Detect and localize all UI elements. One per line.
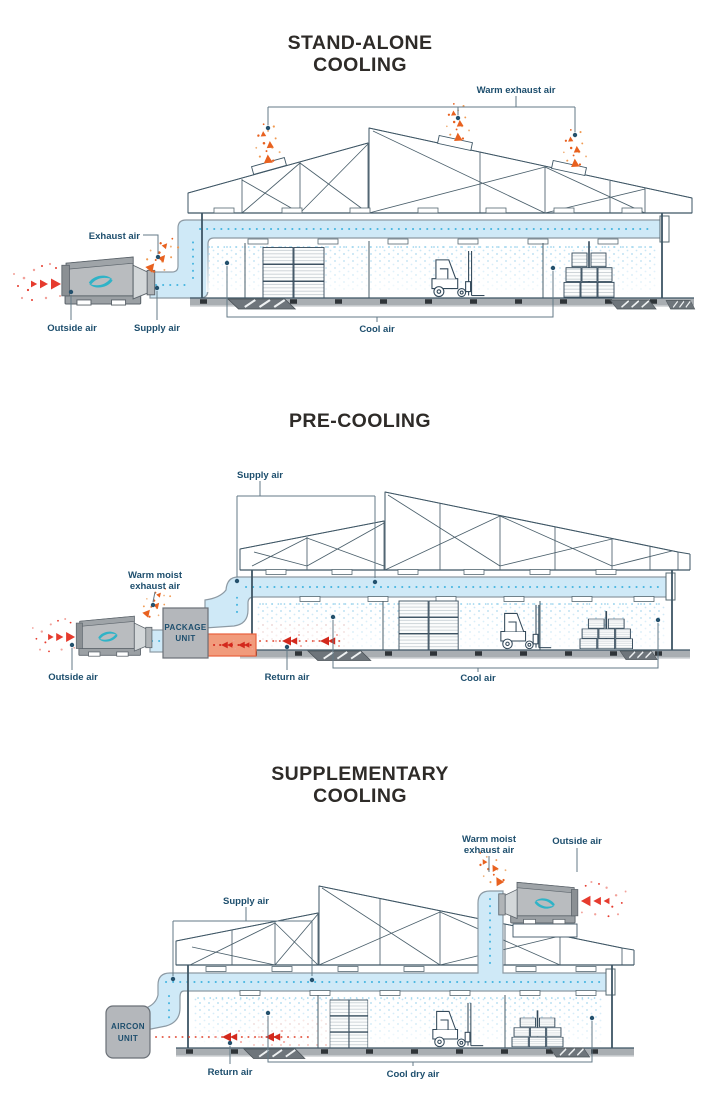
- return-air-flow: [259, 634, 345, 647]
- dock-ramp: [665, 299, 696, 310]
- evaporative-cooler-unit: [76, 616, 152, 656]
- label-cool-dry-air: Cool dry air: [265, 1010, 595, 1080]
- section-title-pre-cooling: PRE-COOLING: [289, 410, 431, 432]
- label-cool-air: Cool air: [330, 614, 661, 684]
- interior-columns: [244, 241, 544, 298]
- label-return-air: Return air: [208, 1040, 253, 1078]
- dock-ramp: [226, 297, 297, 311]
- supply-air-text: Supply air: [223, 896, 269, 907]
- roof-trusses: [189, 887, 561, 966]
- ceiling-diffusers: [265, 569, 655, 602]
- return-air-text: Return air: [208, 1067, 253, 1078]
- label-supply-air: Supply air: [234, 470, 378, 585]
- diagram-supplementary-cooling: AIRCON UNIT Warm moist exhaust air Outsi…: [105, 834, 635, 1080]
- diagram-stand-alone-cooling: Warm exhaust air Exhaust air Outside air…: [13, 85, 696, 335]
- rooftop-unit-curb: [512, 923, 578, 938]
- supply-air-text: Supply air: [237, 470, 283, 481]
- package-unit-text: UNIT: [175, 634, 195, 643]
- package-unit-box: [162, 607, 209, 659]
- aircon-unit-text: UNIT: [118, 1034, 138, 1043]
- diagram-pre-cooling: PACKAGE UNIT Supply air Warm moist exhau…: [31, 470, 691, 684]
- return-air-text: Return air: [265, 672, 310, 683]
- label-outside-air: Outside air: [47, 289, 97, 334]
- dock-ramp: [619, 650, 658, 661]
- evaporative-cooler-unit: [499, 882, 578, 923]
- dock-ramp: [549, 1047, 591, 1058]
- warehouse-roof: [187, 127, 693, 214]
- roof-vent: [250, 134, 587, 177]
- label-outside-air: Outside air: [552, 836, 602, 872]
- intake-arrows-icon: [580, 880, 627, 918]
- supply-duct-and-plenum: [204, 576, 669, 629]
- label-cool-air: Cool air: [224, 260, 556, 335]
- label-exhaust-air: Exhaust air: [89, 231, 161, 260]
- label-warm-moist-exhaust-air: Warm moist exhaust air: [462, 834, 517, 872]
- label-supply-air: Supply air: [134, 285, 180, 334]
- roof-trusses: [251, 494, 673, 571]
- exhaust-air-text: Exhaust air: [89, 231, 141, 242]
- ceiling-diffusers: [205, 966, 597, 996]
- supply-air-text: Supply air: [134, 323, 180, 334]
- warm-moist-text: exhaust air: [464, 845, 514, 856]
- dock-ramp: [243, 1048, 306, 1060]
- plenum-end-cap: [605, 968, 616, 996]
- cool-air-text: Cool air: [359, 324, 395, 335]
- intake-arrows-icon: [13, 262, 61, 301]
- interior-columns: [317, 995, 506, 1048]
- label-supply-air: Supply air: [170, 896, 315, 983]
- warehouse-roof: [239, 491, 691, 571]
- outside-air-text: Outside air: [552, 836, 602, 847]
- roof-trusses: [241, 130, 646, 214]
- warm-exhaust-air-text: Warm exhaust air: [477, 85, 556, 96]
- warehouse-walls: [201, 213, 663, 298]
- outside-air-text: Outside air: [47, 323, 97, 334]
- plenum-end-cap: [665, 572, 676, 601]
- cool-dry-air-text: Cool dry air: [387, 1069, 440, 1080]
- dock-ramp: [609, 299, 657, 310]
- cool-air-text: Cool air: [460, 673, 496, 684]
- section-title-supplementary: SUPPLEMENTARY COOLING: [271, 763, 449, 808]
- interior-columns: [382, 601, 541, 650]
- aircon-unit-box: [105, 1005, 151, 1059]
- label-warm-exhaust-air: Warm exhaust air: [265, 85, 578, 138]
- supply-duct-and-plenum: [145, 890, 609, 1031]
- evaporative-cooler-unit: [62, 257, 155, 305]
- outside-air-text: Outside air: [48, 672, 98, 683]
- warehouse-walls: [187, 965, 613, 1048]
- warm-moist-text: exhaust air: [130, 581, 180, 592]
- package-unit-text: PACKAGE: [164, 623, 206, 632]
- warm-moist-text: Warm moist: [128, 570, 183, 581]
- label-return-air: Return air: [265, 644, 310, 683]
- label-warm-moist-exhaust-air: Warm moist exhaust air: [128, 570, 183, 608]
- plenum-end-cap: [659, 215, 670, 243]
- intake-arrows-icon: [31, 618, 76, 653]
- warm-moist-text: Warm moist: [462, 834, 517, 845]
- dock-ramp: [307, 650, 372, 662]
- ceiling-diffusers: [213, 207, 643, 245]
- label-outside-air: Outside air: [48, 642, 98, 683]
- aircon-unit-text: AIRCON: [111, 1022, 145, 1031]
- return-air-duct: [207, 633, 257, 657]
- section-title-stand-alone: STAND-ALONE COOLING: [287, 32, 433, 77]
